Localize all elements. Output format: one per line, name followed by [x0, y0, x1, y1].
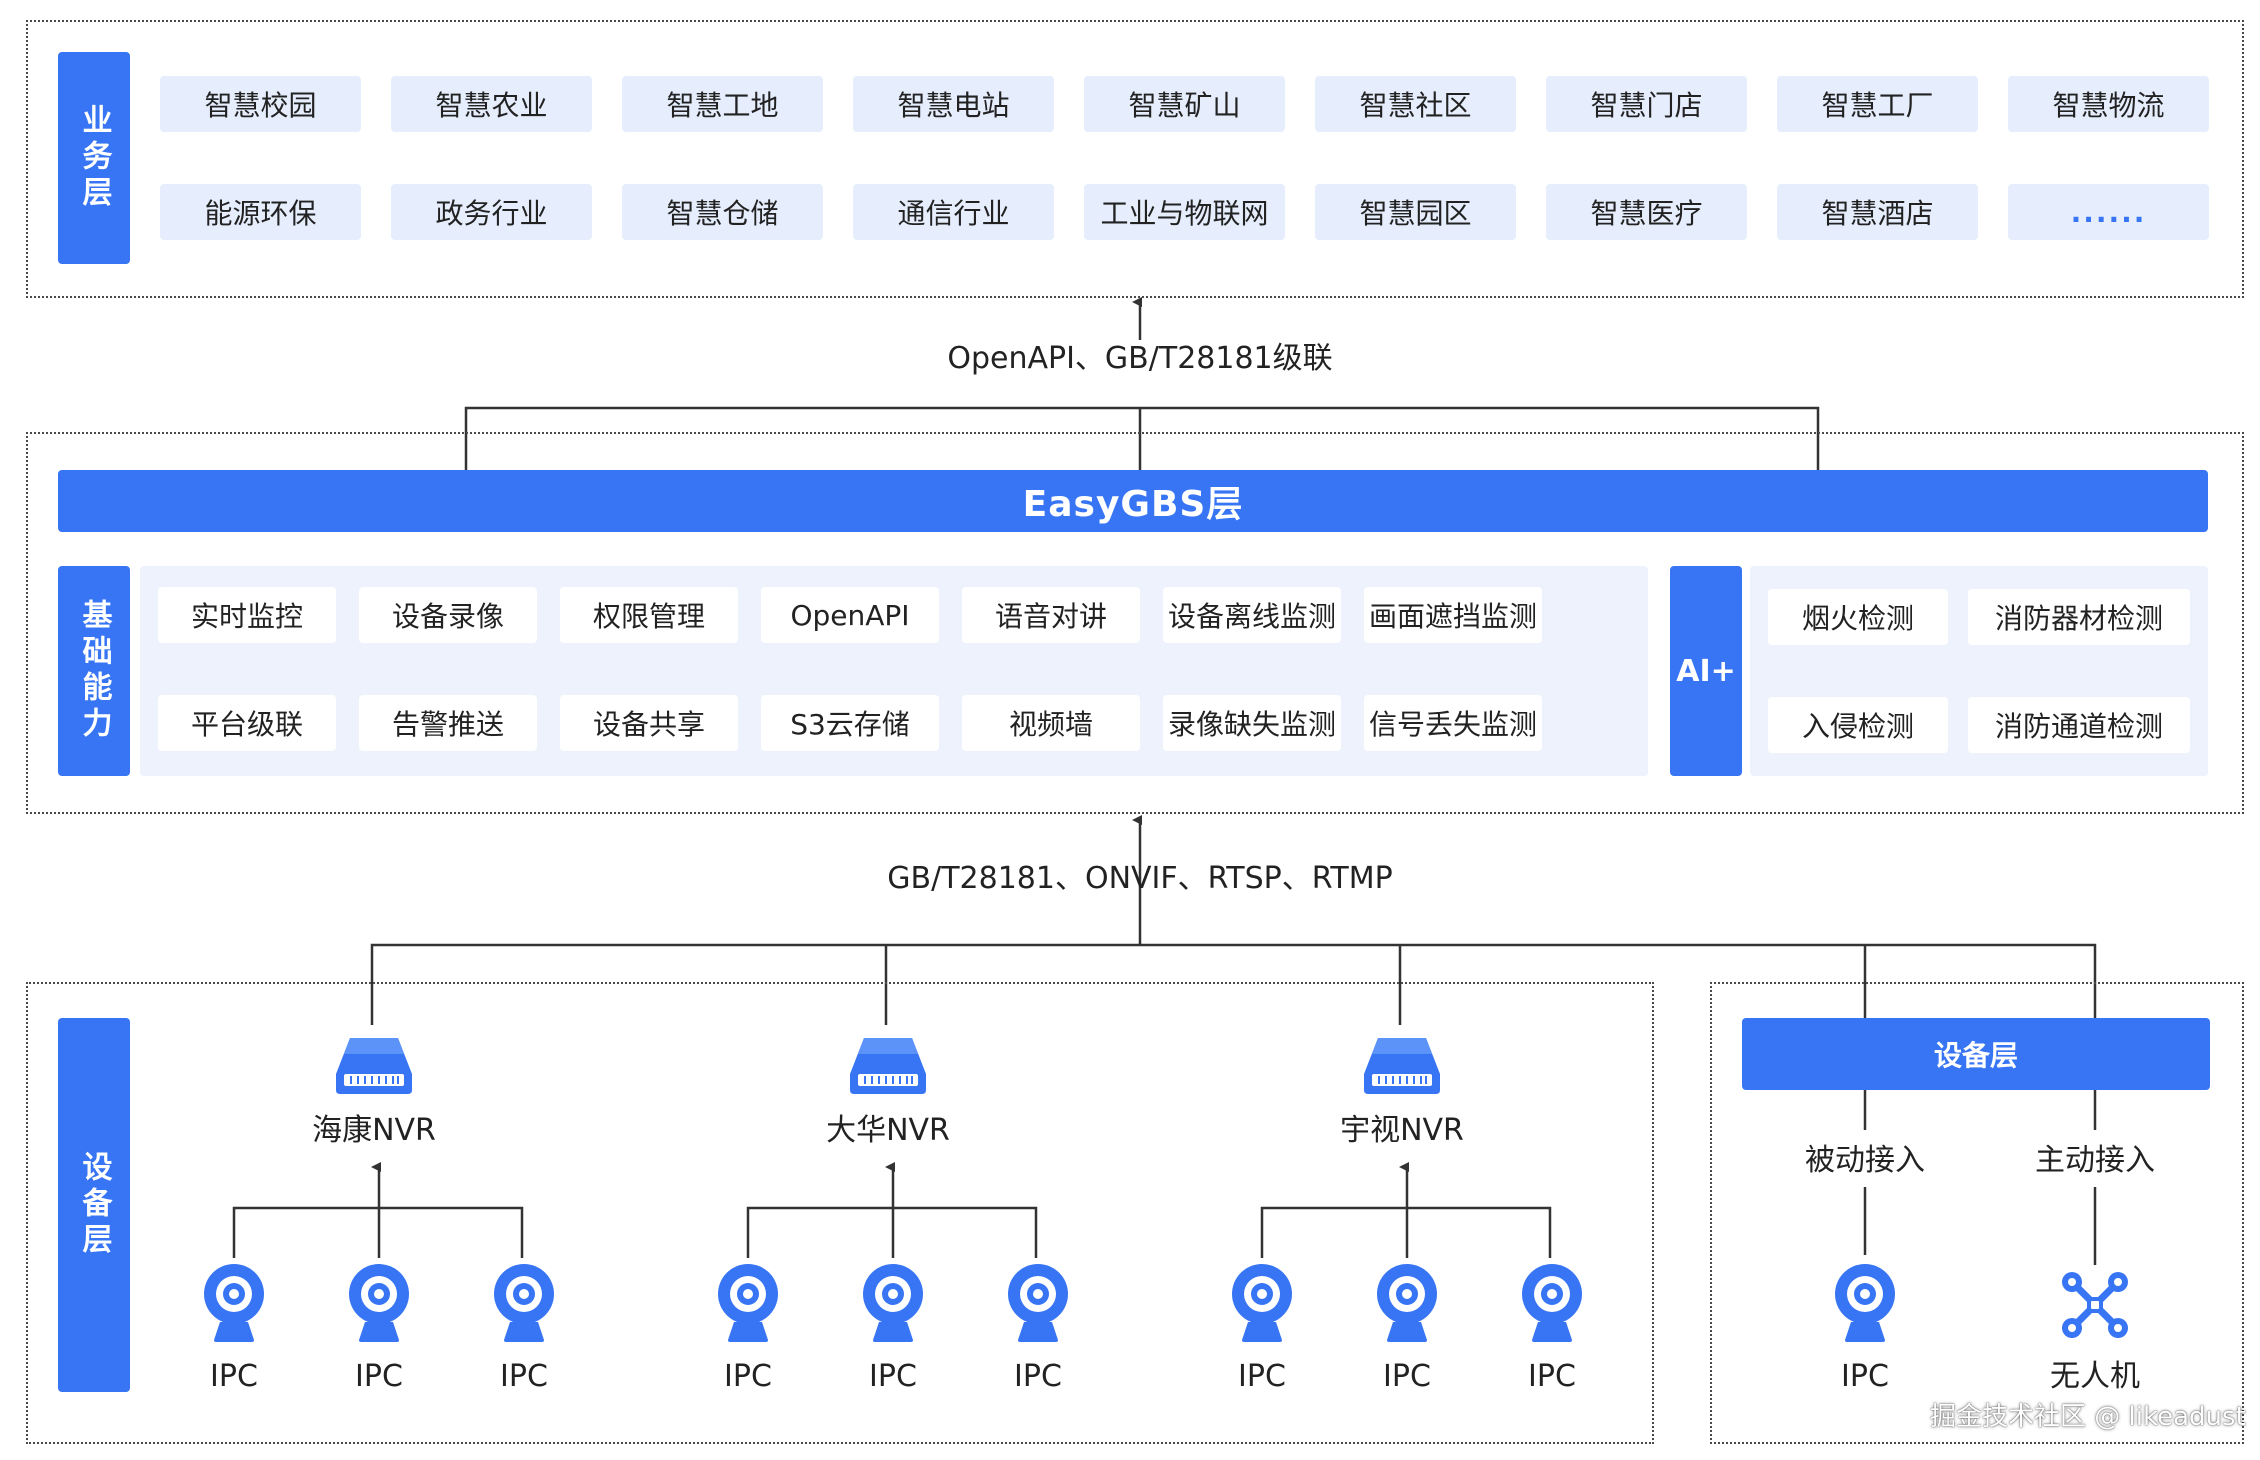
business-item: 智慧矿山 [1084, 76, 1285, 132]
ipc-camera-icon [349, 1262, 409, 1344]
drone-label: 无人机 [2050, 1359, 2140, 1394]
business-item: 智慧物流 [2008, 76, 2209, 132]
nvr-label: 海康NVR [312, 1113, 436, 1148]
drone-icon [2060, 1270, 2130, 1340]
ipc-camera-icon [1835, 1262, 1895, 1344]
business-item: 能源环保 [160, 184, 361, 240]
business-item: 智慧门店 [1546, 76, 1747, 132]
capability-item: 告警推送 [359, 695, 537, 751]
ipc-label: IPC [500, 1359, 548, 1394]
ipc-camera-icon [863, 1262, 923, 1344]
basic-capability-title: 基础能力 [58, 566, 130, 776]
device-layer-frame [26, 982, 1654, 1444]
ipc-label: IPC [1383, 1359, 1431, 1394]
access-panel-title: 设备层 [1742, 1018, 2210, 1090]
ipc-camera-icon [1522, 1262, 1582, 1344]
business-item: 智慧酒店 [1777, 184, 1978, 240]
ai-item: 烟火检测 [1768, 589, 1948, 645]
ipc-camera-icon [494, 1262, 554, 1344]
business-item: 智慧农业 [391, 76, 592, 132]
capability-item: 平台级联 [158, 695, 336, 751]
ipc-label: IPC [1014, 1359, 1062, 1394]
business-item: 智慧工地 [622, 76, 823, 132]
capability-item: S3云存储 [761, 695, 939, 751]
device-layer-title: 设备层 [58, 1018, 130, 1392]
upper-protocol-label: OpenAPI、GB/T28181级联 [947, 341, 1333, 376]
nvr-icon [1362, 1034, 1442, 1098]
ipc-label: IPC [1238, 1359, 1286, 1394]
capability-item: 信号丢失监测 [1364, 695, 1542, 751]
capability-item: 设备共享 [560, 695, 738, 751]
nvr-icon [334, 1034, 414, 1098]
passive-access-label: 被动接入 [1805, 1143, 1925, 1178]
business-item: 通信行业 [853, 184, 1054, 240]
capability-item: 设备离线监测 [1163, 587, 1341, 643]
business-item: 政务行业 [391, 184, 592, 240]
nvr-icon [848, 1034, 928, 1098]
capability-item: 实时监控 [158, 587, 336, 643]
business-item-more: ...... [2008, 184, 2209, 240]
ipc-camera-icon [718, 1262, 778, 1344]
nvr-label: 大华NVR [826, 1113, 950, 1148]
ipc-label: IPC [1528, 1359, 1576, 1394]
business-item: 智慧医疗 [1546, 184, 1747, 240]
ai-title: AI+ [1670, 566, 1742, 776]
watermark: 掘金技术社区 @ likeadust [1930, 1402, 2246, 1432]
basic-capability-grid: 实时监控 设备录像 权限管理 OpenAPI 语音对讲 设备离线监测 画面遮挡监… [158, 587, 1618, 755]
capability-item: OpenAPI [761, 587, 939, 643]
business-item: 智慧电站 [853, 76, 1054, 132]
ipc-label: IPC [210, 1359, 258, 1394]
ai-item: 消防通道检测 [1968, 697, 2190, 753]
capability-item: 设备录像 [359, 587, 537, 643]
active-access-label: 主动接入 [2035, 1143, 2155, 1178]
business-grid: 智慧校园 智慧农业 智慧工地 智慧电站 智慧矿山 智慧社区 智慧门店 智慧工厂 … [160, 76, 2210, 240]
ipc-camera-icon [204, 1262, 264, 1344]
lower-protocol-label: GB/T28181、ONVIF、RTSP、RTMP [887, 861, 1393, 896]
easygbs-layer-title: EasyGBS层 [58, 470, 2208, 532]
capability-item: 视频墙 [962, 695, 1140, 751]
capability-item: 录像缺失监测 [1163, 695, 1341, 751]
access-panel-frame [1710, 982, 2244, 1444]
capability-item: 权限管理 [560, 587, 738, 643]
capability-item: 语音对讲 [962, 587, 1140, 643]
business-item: 智慧园区 [1315, 184, 1516, 240]
capability-item: 画面遮挡监测 [1364, 587, 1542, 643]
business-item: 智慧工厂 [1777, 76, 1978, 132]
business-layer-title: 业务层 [58, 52, 130, 264]
ipc-label: IPC [355, 1359, 403, 1394]
ipc-label: IPC [724, 1359, 772, 1394]
nvr-label: 宇视NVR [1340, 1113, 1464, 1148]
business-item: 智慧校园 [160, 76, 361, 132]
easygbs-layer-frame [26, 432, 2244, 814]
ipc-label: IPC [1841, 1359, 1889, 1394]
ai-grid: 烟火检测 消防器材检测 入侵检测 消防通道检测 [1768, 589, 2192, 753]
ipc-label: IPC [869, 1359, 917, 1394]
ai-item: 入侵检测 [1768, 697, 1948, 753]
ipc-camera-icon [1377, 1262, 1437, 1344]
ipc-camera-icon [1232, 1262, 1292, 1344]
business-layer-frame [26, 20, 2244, 298]
business-item: 智慧社区 [1315, 76, 1516, 132]
ai-item: 消防器材检测 [1968, 589, 2190, 645]
business-item: 智慧仓储 [622, 184, 823, 240]
business-item: 工业与物联网 [1084, 184, 1285, 240]
ipc-camera-icon [1008, 1262, 1068, 1344]
